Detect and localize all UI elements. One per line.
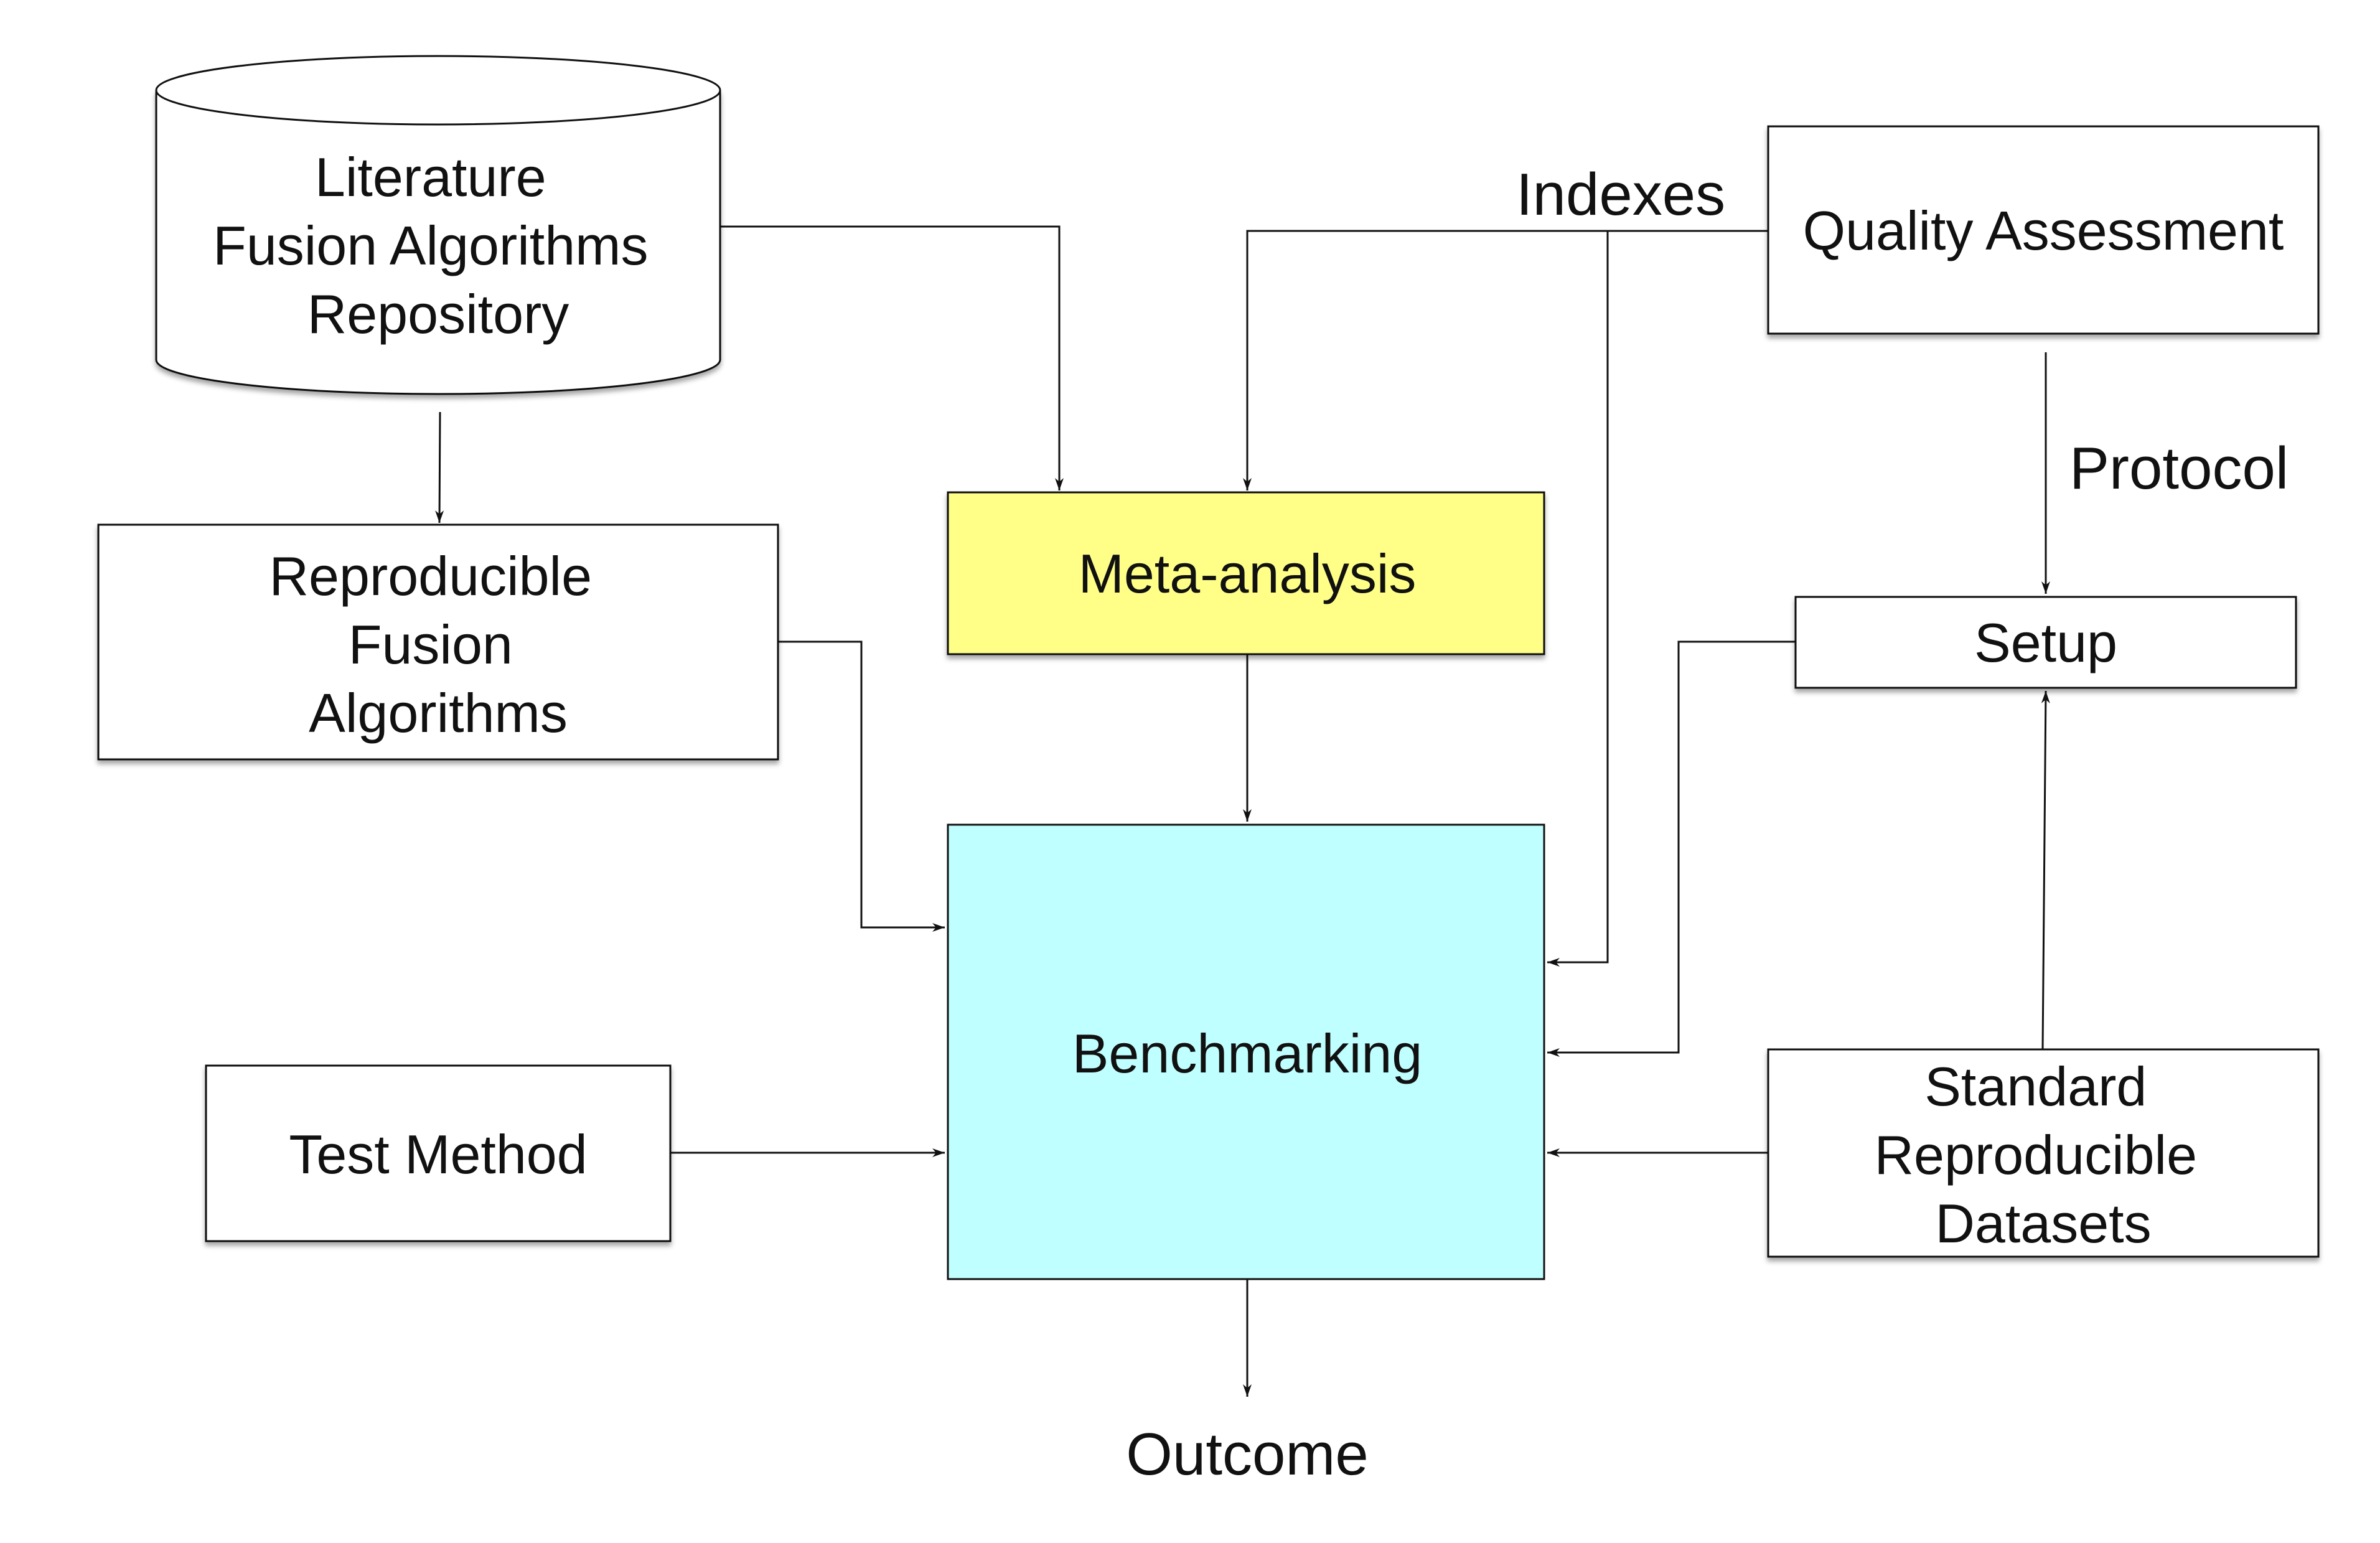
edge-label-indexes: Indexes [1516, 161, 1725, 228]
edge-quality-benchmarking [1547, 231, 1609, 967]
quality-label: Quality Assessment [1803, 200, 2284, 261]
repository-label-line-1: Literature [315, 146, 546, 208]
node-quality: Quality Assessment [1767, 125, 2320, 335]
reproducible-label-line-1: Reproducible [269, 545, 593, 607]
node-benchmarking: Benchmarking [947, 823, 1545, 1280]
repository-label-line-3: Repository [307, 283, 569, 345]
node-repository: Literature Fusion Algorithms Repository [155, 55, 721, 395]
edge-repository-reproducible [435, 411, 444, 523]
outcome-label: Outcome [1126, 1421, 1368, 1488]
meta-label: Meta-analysis [1079, 543, 1417, 604]
node-datasets: Standard Reproducible Datasets [1767, 1048, 2320, 1258]
setup-label: Setup [1974, 612, 2117, 673]
edge-quality-meta [1243, 230, 1768, 490]
edge-label-protocol: Protocol [2069, 435, 2289, 502]
edge-setup-benchmarking [1547, 640, 1796, 1057]
repository-label-line-2: Fusion Algorithms [213, 215, 648, 276]
node-setup: Setup [1794, 596, 2297, 689]
node-test: Test Method [205, 1064, 672, 1242]
datasets-label-line-1: Standard [1924, 1056, 2147, 1117]
node-meta: Meta-analysis [947, 491, 1545, 655]
edge-reproducible-benchmarking [778, 640, 945, 932]
node-reproducible: Reproducible Fusion Algorithms [97, 523, 779, 761]
reproducible-label-line-3: Algorithms [309, 682, 568, 744]
test-label: Test Method [289, 1123, 587, 1185]
edge-datasets-setup [2041, 690, 2050, 1050]
datasets-label-line-3: Datasets [1935, 1193, 2151, 1254]
benchmarking-label: Benchmarking [1072, 1023, 1423, 1084]
svg-text:Standard Reproducible: Standard Reproducible Datasets [1875, 1056, 2213, 1254]
reproducible-label-line-2: Fusion [349, 614, 513, 675]
svg-text:Reproducible Fusion: Reproducible Fusion Algorithms [269, 545, 607, 744]
edge-repository-meta [721, 225, 1064, 490]
datasets-label-line-2: Reproducible [1875, 1124, 2198, 1186]
svg-text:Literature Fusion Algori: Literature Fusion Algorithms Repository [213, 146, 663, 345]
